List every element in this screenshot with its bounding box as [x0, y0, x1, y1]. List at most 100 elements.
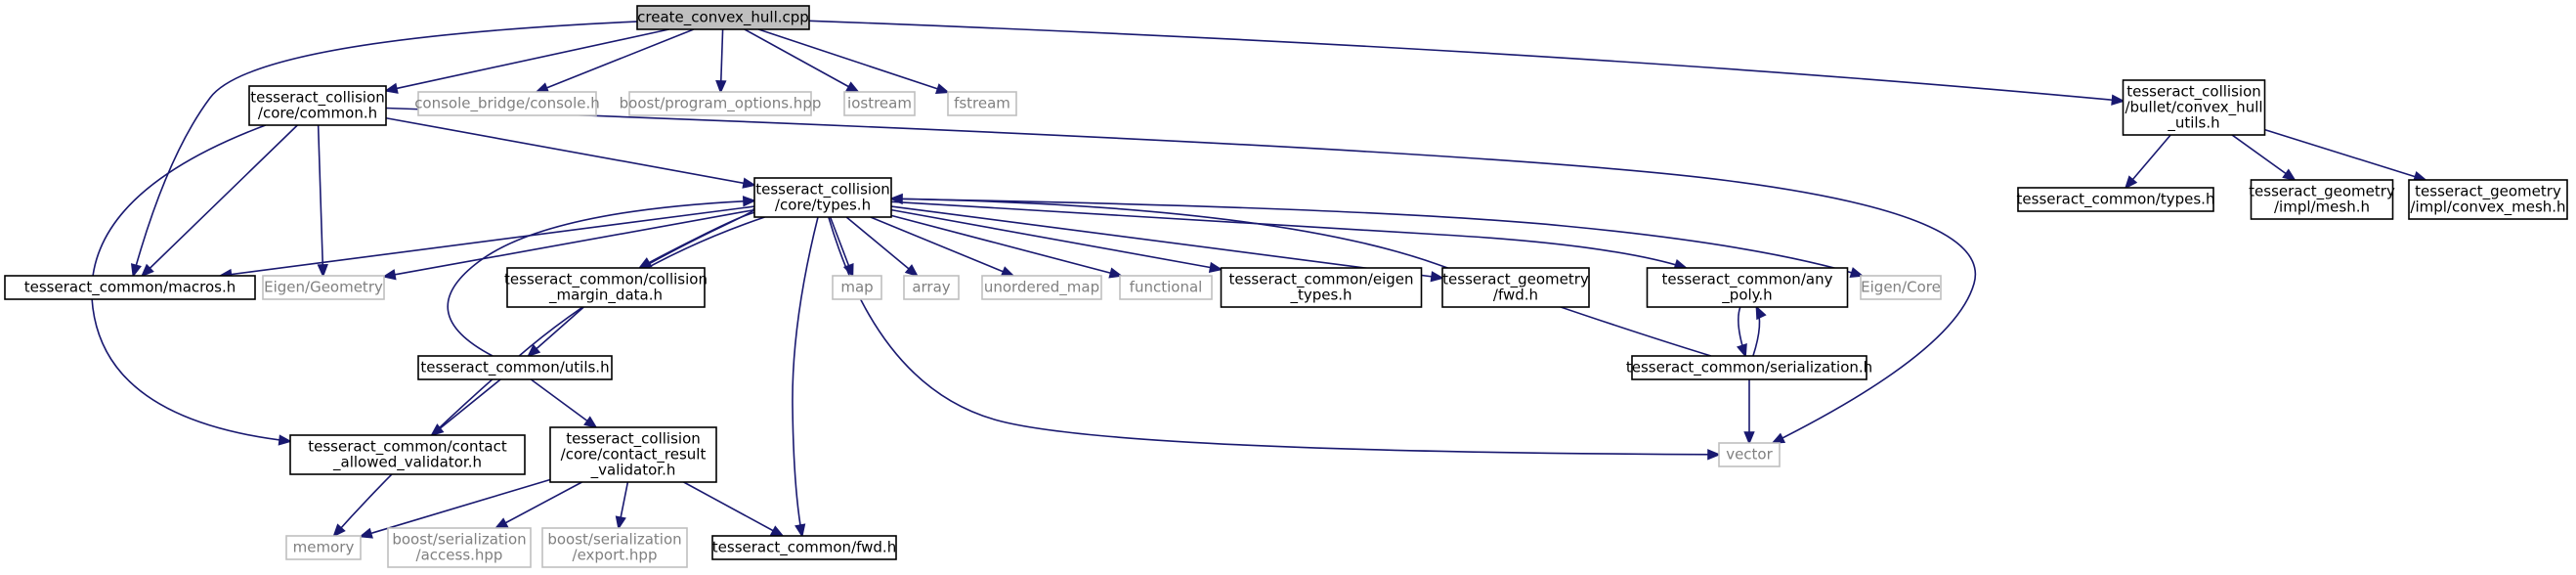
edge-line [528, 306, 584, 357]
node-eigen-types[interactable]: tesseract_common/eigen_types.h [1220, 267, 1423, 308]
edge-arrowhead [842, 262, 854, 278]
node-utils[interactable]: tesseract_common/utils.h [417, 355, 613, 380]
edge-arrowhead [888, 193, 903, 205]
edge-line [757, 28, 949, 94]
node-geometry-fwd[interactable]: tesseract_geometry/fwd.h [1441, 267, 1590, 308]
node-label: tesseract_geometry [1442, 271, 1589, 289]
edge-arrowhead [1771, 432, 1786, 444]
edge-arrowhead [130, 263, 142, 279]
edge-arrowhead [1707, 449, 1722, 461]
node-label: tesseract_common/any [1662, 271, 1833, 289]
edge-tc_types-to-eigen_core [890, 198, 1865, 279]
edge-arrowhead [637, 257, 653, 270]
node-box [506, 267, 706, 308]
node-box [549, 426, 717, 483]
node-label: /fwd.h [1493, 287, 1538, 304]
node-label: tesseract_geometry [2415, 183, 2561, 201]
node-label: tesseract_common/fwd.h [712, 539, 896, 557]
node-any-poly[interactable]: tesseract_common/any_poly.h [1646, 267, 1849, 308]
node-label: vector [1726, 446, 1773, 464]
node-box [753, 177, 892, 218]
edge-line [385, 116, 755, 187]
node-label: map [840, 279, 873, 296]
node-convex-hull-utils[interactable]: tesseract_collision/bullet/convex_hull_u… [2122, 79, 2266, 136]
edge-tc_types-to-geometry_fwd [890, 205, 1445, 283]
node-label: _utils.h [2167, 114, 2219, 133]
node-common-types[interactable]: tesseract_common/types.h [2017, 187, 2215, 212]
edge-arrowhead [845, 81, 861, 94]
node-contact-allowed[interactable]: tesseract_common/contact_allowed_validat… [289, 434, 526, 475]
node-label: unordered_map [984, 279, 1099, 297]
edge-arrowhead [904, 264, 920, 278]
edge-line [870, 216, 1014, 277]
edge-arrowhead [430, 423, 445, 437]
edge-line [744, 28, 859, 93]
node-box [248, 85, 387, 126]
edge-line [890, 200, 1687, 269]
node-label: Eigen/Core [1861, 279, 1941, 296]
edge-line [640, 207, 757, 269]
node-box [1631, 355, 1868, 380]
node-box [636, 5, 810, 30]
node-box [2017, 187, 2214, 212]
node-box [711, 535, 897, 560]
node-label: boost/serialization [392, 531, 526, 549]
edge-arrowhead [1108, 267, 1124, 279]
node-label: /access.hpp [416, 547, 503, 564]
node-impl-convex-mesh[interactable]: tesseract_geometry/impl/convex_mesh.h [2408, 179, 2568, 220]
node-macros[interactable]: tesseract_common/macros.h [4, 275, 256, 300]
edge-arrowhead [2124, 175, 2138, 190]
edge-tc_types-to-common_fwd [792, 216, 819, 539]
edge-tc_types-to-unordered_map [870, 216, 1015, 277]
edge-collision_margin-to-utils [527, 306, 584, 358]
edge-line [385, 28, 669, 92]
node-box [262, 275, 385, 300]
edge-tc_common-to-macros [140, 124, 298, 278]
edge-root-to-iostream [744, 28, 861, 94]
edge-utils-to-contact_result [530, 378, 598, 429]
edge-arrowhead [278, 434, 293, 446]
node-collision-margin[interactable]: tesseract_common/collision_margin_data.h [504, 267, 708, 308]
node-layer: create_convex_hull.cpp tesseract_collisio… [4, 5, 2568, 568]
node-root[interactable]: create_convex_hull.cpp [636, 5, 810, 30]
edge-arrowhead [358, 527, 373, 539]
edge-tc_types-to-eigen_geometry [381, 208, 755, 281]
node-box [541, 527, 688, 568]
node-label: boost/serialization [547, 531, 681, 549]
edge-arrowhead [383, 82, 399, 94]
node-tc-common[interactable]: tesseract_collision/core/common.h [248, 85, 387, 126]
edge-line [447, 199, 755, 357]
edge-line [431, 378, 501, 436]
edge-contact_result-to-common_fwd [683, 481, 785, 538]
node-impl-mesh[interactable]: tesseract_geometry/impl/mesh.h [2249, 179, 2395, 220]
edge-line [317, 124, 324, 277]
edge-line [495, 481, 582, 529]
node-serialization[interactable]: tesseract_common/serialization.h [1626, 355, 1872, 380]
node-label: functional [1130, 279, 1203, 296]
edge-line [683, 481, 784, 537]
edge-line [845, 216, 919, 277]
edge-arrowhead [794, 523, 806, 539]
node-label: tesseract_common/eigen [1229, 271, 1414, 289]
node-program-options: boost/program_options.hpp [620, 91, 821, 116]
edge-arrowhead [1000, 266, 1015, 277]
node-label: /impl/convex_mesh.h [2410, 199, 2565, 217]
edge-arrowhead [1430, 271, 1445, 283]
edge-line [141, 124, 298, 277]
node-tc-types[interactable]: tesseract_collision/core/types.h [753, 177, 892, 218]
edge-utils-to-tc_types [447, 196, 757, 357]
edge-tc_common-to-eigen_geometry [317, 124, 328, 279]
node-box [947, 91, 1017, 116]
node-common-fwd[interactable]: tesseract_common/fwd.h [711, 535, 897, 560]
edge-line [383, 208, 755, 278]
node-box [903, 275, 960, 300]
edge-root-to-macros [130, 21, 638, 279]
edge-arrowhead [715, 80, 727, 95]
node-label: tesseract_common/types.h [2017, 191, 2215, 209]
node-label: /bullet/convex_hull [2125, 99, 2262, 117]
edge-arrowhead [769, 525, 785, 538]
node-iostream: iostream [843, 91, 916, 116]
edge-line [220, 205, 755, 277]
node-contact-result[interactable]: tesseract_collision/core/contact_result_… [549, 426, 717, 483]
